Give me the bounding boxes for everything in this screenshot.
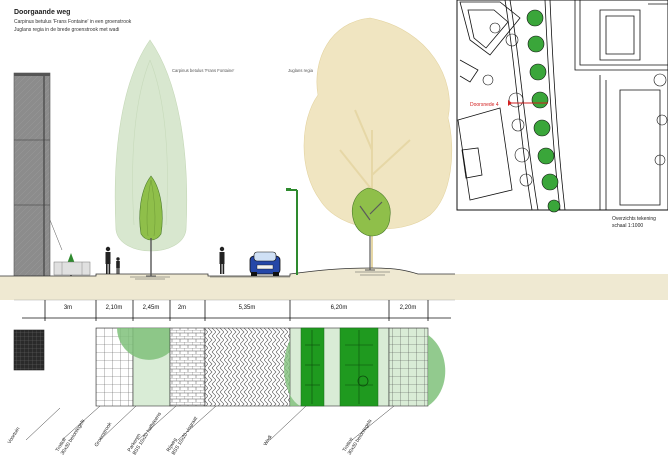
carpinus-young-tree bbox=[139, 175, 163, 277]
dimension-label: 2,10m bbox=[106, 305, 123, 311]
legend-label-line: BSS 10x20 visgraat bbox=[171, 415, 200, 456]
legend-leader-lines bbox=[25, 405, 395, 441]
ground-hatching bbox=[130, 271, 390, 280]
legend-label-line: 30x30 betontegels bbox=[347, 418, 374, 456]
overview-caption: Overzichts tekening bbox=[612, 216, 656, 222]
pedestrian-figures bbox=[105, 246, 225, 274]
rijweg-swatch bbox=[204, 327, 291, 407]
subtitle-line-1: Carpinus betulus 'Frans Fontaine' in een… bbox=[14, 19, 132, 25]
parkeren-swatch bbox=[169, 327, 206, 407]
legend-label-voortuin: Voortuin bbox=[7, 426, 22, 445]
dimension-label: 2,20m bbox=[400, 305, 417, 311]
legend-label-parkeren: Parkeren BSS 10x20 halfsteens bbox=[127, 408, 164, 457]
carpinus-label: Carpinus betulus 'Frans Fontaine' bbox=[172, 68, 235, 73]
plan-view bbox=[13, 327, 446, 407]
legend-label-line: Wadi bbox=[263, 434, 274, 447]
juglans-young-tree bbox=[351, 187, 391, 271]
dimension-line bbox=[22, 300, 451, 321]
street-lamp bbox=[286, 188, 298, 275]
juglans-label: Juglans regia bbox=[288, 68, 314, 73]
overview-map bbox=[456, 0, 668, 213]
legend-label-trottoir-2: Trottoir 30x30 betontegels bbox=[342, 415, 374, 456]
legend-label-line: Groenstrook bbox=[94, 421, 114, 448]
dimension-label: 2m bbox=[178, 305, 186, 311]
subtitle-line-2: Juglans regia in de brede groenstrook me… bbox=[14, 27, 119, 33]
overview-tree-row bbox=[526, 9, 561, 213]
garden-fence bbox=[53, 261, 91, 276]
ground-section bbox=[0, 268, 668, 300]
car-rear-view bbox=[249, 251, 281, 276]
legend-label-trottoir: Trottoir 30x30 betontegels bbox=[55, 415, 87, 456]
building-facade bbox=[13, 72, 63, 277]
dimension-label: 3m bbox=[64, 305, 72, 311]
dimension-label: 6,20m bbox=[331, 305, 348, 311]
carpinus-tree-ghost bbox=[114, 39, 188, 252]
section-marker-arrow bbox=[508, 100, 512, 106]
overview-scale: schaal 1:1000 bbox=[612, 223, 643, 229]
legend-label-wadi: Wadi bbox=[263, 434, 274, 447]
section-marker-label: Doorsnede 4 bbox=[470, 102, 499, 108]
dimension-label: 2,45m bbox=[143, 305, 160, 311]
legend-label-groenstrook: Groenstrook bbox=[94, 421, 114, 448]
dimension-label: 5,35m bbox=[239, 305, 256, 311]
voortuin-swatch bbox=[13, 329, 45, 371]
legend-label-line: 30x30 betontegels bbox=[60, 418, 87, 456]
page-title: Doorgaande weg bbox=[14, 9, 70, 16]
legend-label-rijweg: Rijweg BSS 10x20 visgraat bbox=[166, 412, 200, 456]
legend-label-line: Voortuin bbox=[7, 426, 22, 445]
